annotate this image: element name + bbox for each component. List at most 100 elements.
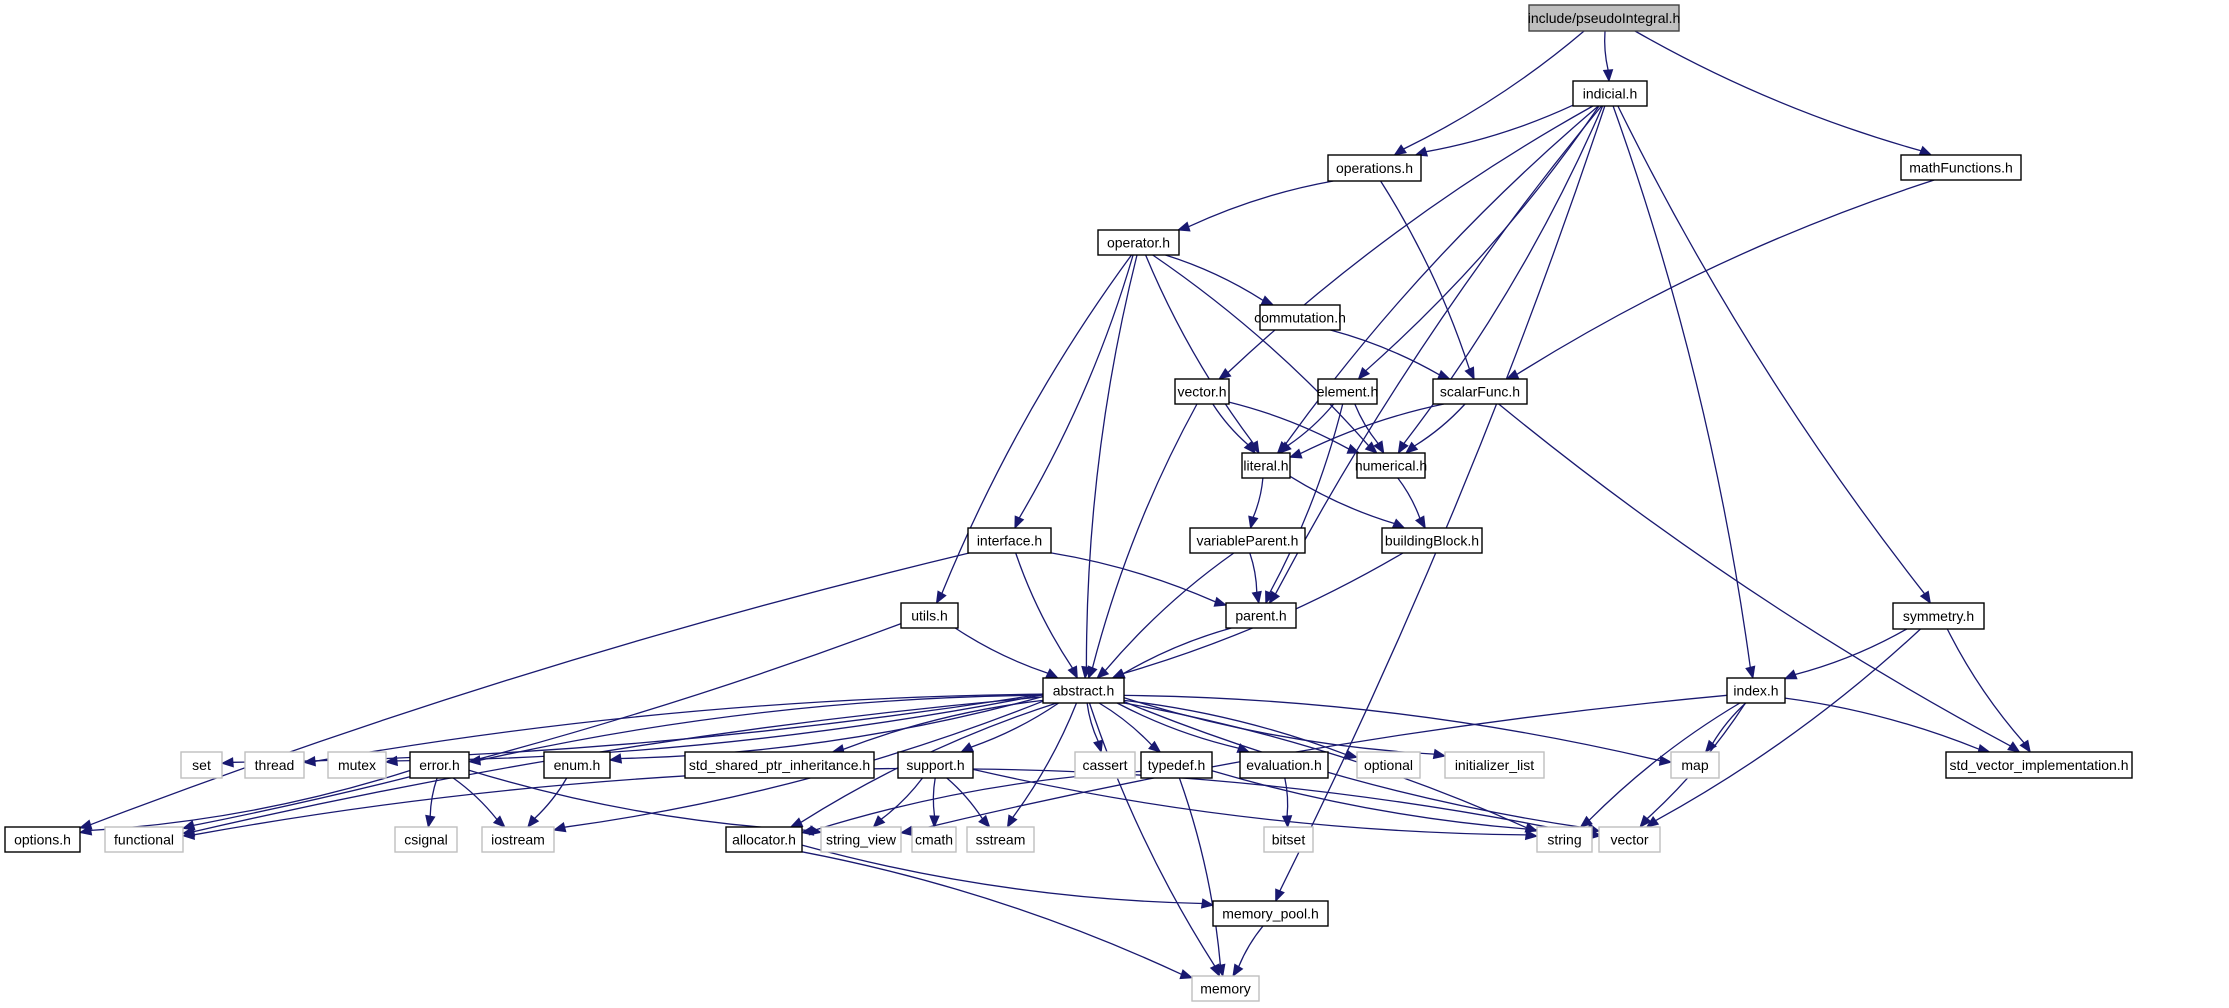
node-element[interactable]: element.h xyxy=(1317,378,1378,405)
node-utils[interactable]: utils.h xyxy=(900,602,959,629)
edge-interface-to-abstract xyxy=(1015,552,1078,680)
node-label: allocator.h xyxy=(732,832,796,848)
node-box xyxy=(394,826,458,853)
node-error[interactable]: error.h xyxy=(409,751,470,779)
edge-operator-to-commutation xyxy=(1165,254,1275,306)
node-box xyxy=(1189,527,1306,554)
arrowhead-icon xyxy=(552,822,567,833)
node-label: string_view xyxy=(826,832,897,848)
edge-line xyxy=(1795,628,1908,676)
edge-scalarFunc-to-literal xyxy=(1288,403,1445,459)
node-box xyxy=(1432,378,1528,405)
arrowhead-icon xyxy=(220,757,234,768)
edge-enum-to-iostream xyxy=(527,777,568,829)
node-box xyxy=(1444,751,1545,779)
edge-line xyxy=(1123,699,1347,756)
arrowhead-icon xyxy=(1391,518,1406,529)
node-typedef[interactable]: typedef.h xyxy=(1140,751,1213,779)
node-label: symmetry.h xyxy=(1903,608,1974,624)
node-box xyxy=(1259,304,1341,331)
arrowhead-icon xyxy=(1148,740,1162,753)
arrowhead-icon xyxy=(302,756,316,767)
arrowhead-icon xyxy=(1639,814,1652,829)
node-allocator[interactable]: allocator.h xyxy=(725,826,803,853)
node-index[interactable]: index.h xyxy=(1726,677,1786,704)
edge-abstract-to-optional xyxy=(1123,699,1359,760)
edge-symmetry-to-std_vector_impl xyxy=(1946,628,2031,754)
edge-element-to-parent xyxy=(1265,403,1344,605)
nodes-layer: include/pseudoIntegral.h indicial.h operat… xyxy=(4,4,2133,1002)
node-label: literal.h xyxy=(1243,458,1288,474)
node-operator[interactable]: operator.h xyxy=(1097,229,1180,256)
arrowhead-icon xyxy=(1397,440,1409,455)
node-box xyxy=(1726,677,1786,704)
edge-commutation-to-scalarFunc xyxy=(1330,329,1451,380)
edge-line xyxy=(1188,180,1334,228)
node-parent[interactable]: parent.h xyxy=(1225,602,1297,629)
node-shared-ptr[interactable]: std_shared_ptr_inheritance.h xyxy=(684,751,875,779)
node-label: std_vector_implementation.h xyxy=(1950,757,2129,773)
node-label: memory_pool.h xyxy=(1222,906,1319,922)
node-pseudoIntegral[interactable]: include/pseudoIntegral.h xyxy=(1528,4,1681,32)
node-label: mathFunctions.h xyxy=(1909,160,2013,176)
node-box xyxy=(481,826,555,853)
edge-line xyxy=(1227,105,1594,373)
node-options[interactable]: options.h xyxy=(4,826,81,853)
edge-typedef-to-memory xyxy=(1178,777,1226,978)
node-scalarFunc[interactable]: scalarFunc.h xyxy=(1432,378,1528,405)
arrowhead-icon xyxy=(1357,366,1371,380)
edge-index-to-map xyxy=(1704,702,1747,754)
edge-element-to-numerical xyxy=(1354,403,1385,455)
arrowhead-icon xyxy=(384,755,398,767)
node-interface[interactable]: interface.h xyxy=(967,527,1052,554)
arrowhead-icon xyxy=(1658,755,1673,766)
node-std-vector-impl[interactable]: std_vector_implementation.h xyxy=(1945,751,2133,779)
node-vector-h[interactable]: vector.h xyxy=(1174,378,1230,405)
edge-operator-to-utils xyxy=(935,254,1133,605)
edge-line xyxy=(1425,104,1574,153)
node-box xyxy=(1241,452,1291,479)
edge-line xyxy=(1365,105,1600,372)
node-label: numerical.h xyxy=(1355,458,1427,474)
edge-line xyxy=(1122,627,1232,675)
node-numerical[interactable]: numerical.h xyxy=(1355,452,1427,479)
node-box xyxy=(1670,751,1720,779)
edge-symmetry-to-index xyxy=(1783,628,1908,680)
node-evaluation[interactable]: evaluation.h xyxy=(1239,751,1329,779)
node-symmetry[interactable]: symmetry.h xyxy=(1892,602,1985,630)
edge-indicial-to-element xyxy=(1357,105,1600,380)
edge-variableParent-to-parent xyxy=(1249,552,1262,605)
node-buildingBlock[interactable]: buildingBlock.h xyxy=(1381,527,1483,554)
edge-line xyxy=(1228,401,1350,450)
edge-line xyxy=(801,851,1182,975)
node-memory-pool[interactable]: memory_pool.h xyxy=(1212,900,1329,927)
node-abstract[interactable]: abstract.h xyxy=(1042,677,1125,704)
arrowhead-icon xyxy=(1415,515,1426,530)
node-mathFunctions[interactable]: mathFunctions.h xyxy=(1900,154,2022,181)
edge-operator-to-numerical xyxy=(1152,254,1378,454)
arrowhead-icon xyxy=(1260,295,1275,306)
edge-line xyxy=(1784,697,1980,750)
arrowhead-icon xyxy=(1288,448,1303,459)
node-indicial[interactable]: indicial.h xyxy=(1572,80,1648,107)
node-operations[interactable]: operations.h xyxy=(1327,154,1422,182)
arrowhead-icon xyxy=(1176,221,1191,232)
edge-support-to-cmath xyxy=(929,777,940,829)
node-variableParent[interactable]: variableParent.h xyxy=(1189,527,1306,554)
node-box xyxy=(4,826,81,853)
arrowhead-icon xyxy=(1364,441,1378,454)
node-enum[interactable]: enum.h xyxy=(543,751,611,779)
node-box xyxy=(1074,751,1136,779)
edge-line xyxy=(801,844,1203,905)
edge-scalarFunc-to-std_vector_impl xyxy=(1498,403,2021,753)
node-iostream: iostream xyxy=(481,826,555,853)
edge-line xyxy=(1238,925,1264,967)
arrowhead-icon xyxy=(1373,440,1385,455)
arrowhead-icon xyxy=(492,815,506,828)
node-mutex: mutex xyxy=(327,751,387,779)
node-literal[interactable]: literal.h xyxy=(1241,452,1291,479)
node-commutation[interactable]: commutation.h xyxy=(1254,304,1346,331)
node-support[interactable]: support.h xyxy=(897,751,974,779)
node-vector: vector xyxy=(1598,826,1661,853)
edge-numerical-to-buildingBlock xyxy=(1397,477,1426,530)
